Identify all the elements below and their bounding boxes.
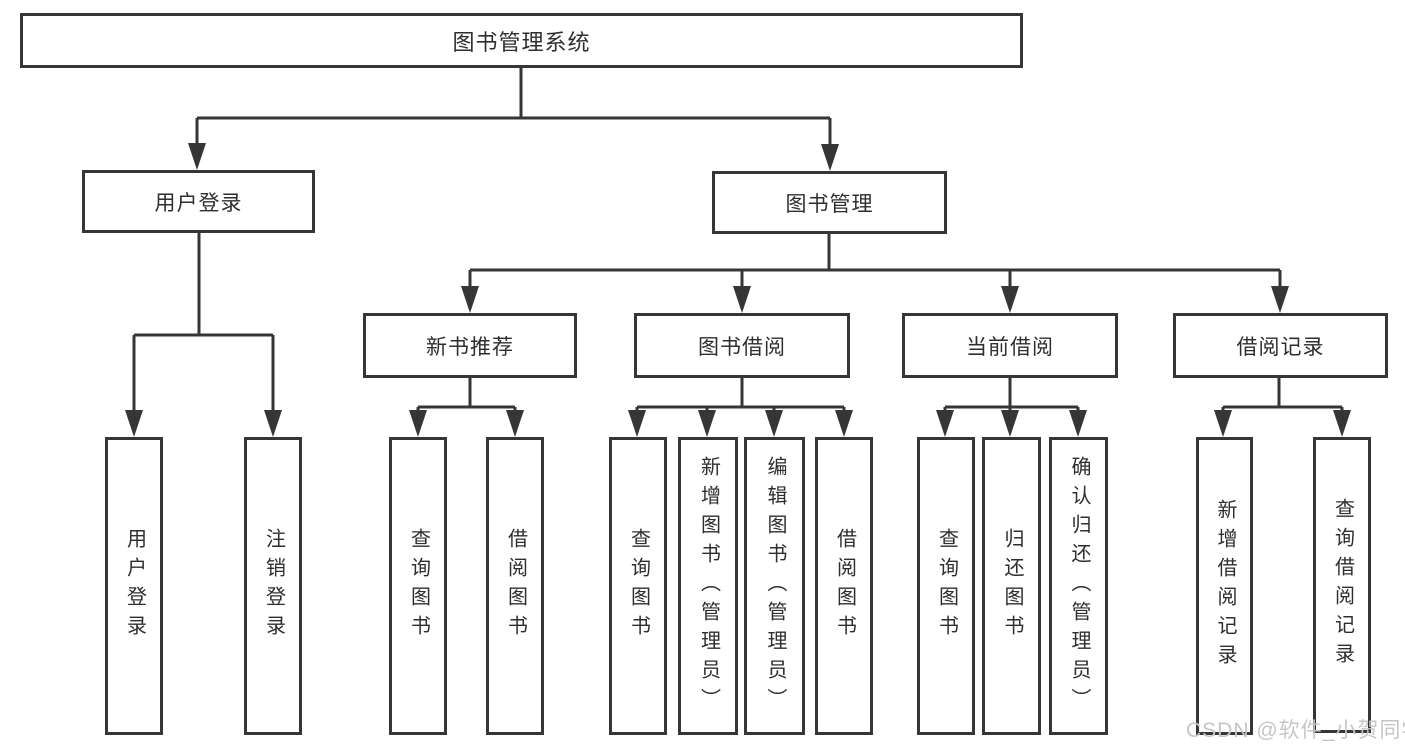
leaf-borrow-books-recommend: 借阅图书 bbox=[486, 437, 544, 735]
node-label: 查询图书 bbox=[935, 528, 958, 644]
node-label: 新增借阅记录 bbox=[1214, 499, 1236, 673]
leaf-return-book: 归还图书 bbox=[982, 437, 1041, 735]
node-label: 编辑图书（管理员） bbox=[764, 455, 786, 717]
leaf-edit-book-admin: 编辑图书（管理员） bbox=[744, 437, 805, 735]
node-label: 用户登录 bbox=[154, 191, 243, 215]
leaf-query-books-current: 查询图书 bbox=[917, 437, 975, 735]
node-label: 新书推荐 bbox=[426, 335, 514, 359]
node-label: 图书借阅 bbox=[698, 335, 786, 359]
node-label: 借阅图书 bbox=[833, 528, 856, 644]
node-label: 归还图书 bbox=[1001, 528, 1023, 644]
node-label: 新增图书（管理员） bbox=[697, 455, 720, 717]
leaf-add-book-admin: 新增图书（管理员） bbox=[678, 437, 738, 735]
node-label: 图书管理 bbox=[785, 192, 874, 216]
node-user-login: 用户登录 bbox=[82, 170, 315, 233]
node-book-management: 图书管理 bbox=[712, 171, 947, 234]
leaf-logout-login: 注销登录 bbox=[244, 437, 302, 735]
node-book-borrow: 图书借阅 bbox=[634, 313, 850, 378]
node-current-borrow: 当前借阅 bbox=[902, 313, 1118, 378]
leaf-confirm-return-admin: 确认归还（管理员） bbox=[1049, 437, 1108, 735]
node-library-management-system: 图书管理系统 bbox=[20, 13, 1023, 68]
leaf-add-borrow-record: 新增借阅记录 bbox=[1196, 437, 1253, 735]
leaf-query-borrow-record: 查询借阅记录 bbox=[1313, 437, 1371, 733]
leaf-query-books-borrow: 查询图书 bbox=[609, 437, 667, 735]
node-label: 查询图书 bbox=[627, 528, 650, 644]
leaf-user-login: 用户登录 bbox=[105, 437, 163, 735]
node-new-book-recommend: 新书推荐 bbox=[363, 313, 577, 378]
arrowheads bbox=[125, 143, 1351, 437]
node-label: 图书管理系统 bbox=[452, 29, 591, 55]
node-borrow-records: 借阅记录 bbox=[1173, 313, 1388, 378]
leaf-borrow-books: 借阅图书 bbox=[815, 437, 873, 735]
node-label: 注销登录 bbox=[262, 528, 285, 644]
node-label: 借阅记录 bbox=[1236, 335, 1325, 359]
node-label: 用户登录 bbox=[123, 528, 146, 644]
node-label: 借阅图书 bbox=[504, 528, 527, 644]
csdn-watermark: CSDN @软件_小贺同学 bbox=[1186, 719, 1405, 742]
node-label: 查询图书 bbox=[407, 528, 430, 644]
node-label: 当前借阅 bbox=[966, 335, 1054, 359]
node-label: 查询借阅记录 bbox=[1331, 498, 1354, 672]
node-label: 确认归还（管理员） bbox=[1068, 455, 1090, 717]
leaf-query-books-recommend: 查询图书 bbox=[389, 437, 447, 735]
